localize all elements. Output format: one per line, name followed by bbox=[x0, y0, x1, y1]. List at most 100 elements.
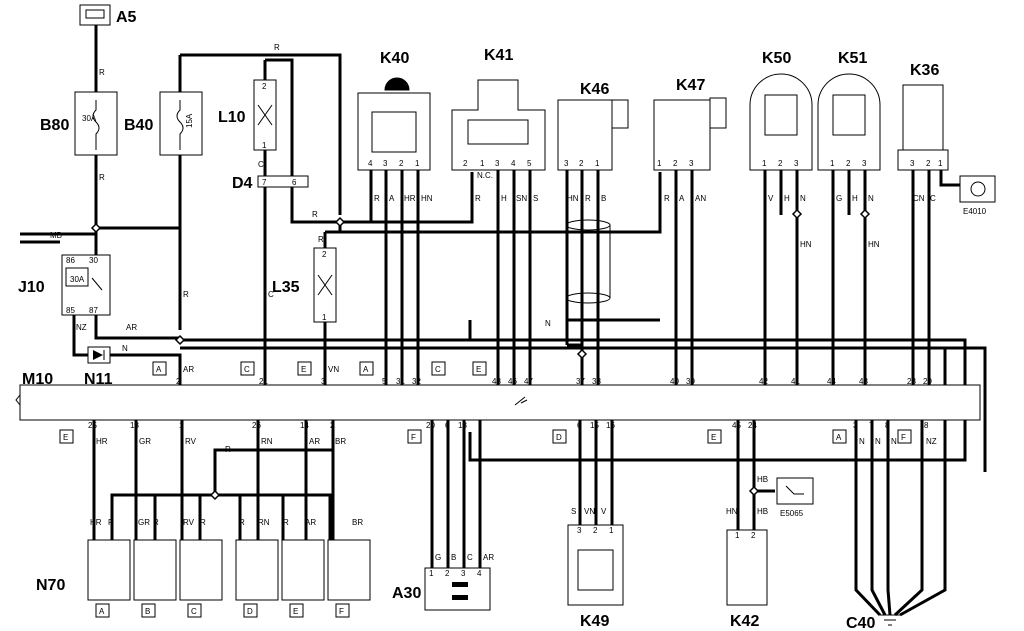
svg-text:RN: RN bbox=[261, 437, 273, 446]
svg-text:C: C bbox=[191, 607, 197, 616]
svg-text:3: 3 bbox=[383, 159, 388, 168]
svg-text:29: 29 bbox=[923, 377, 932, 386]
svg-text:2: 2 bbox=[846, 159, 851, 168]
svg-text:26: 26 bbox=[252, 421, 261, 430]
svg-text:7: 7 bbox=[869, 421, 874, 430]
svg-text:2: 2 bbox=[778, 159, 783, 168]
svg-text:2: 2 bbox=[751, 531, 756, 540]
component-pins: 4 3 2 1 2 1 3 4 5 3 2 1 1 2 3 1 2 3 1 2 … bbox=[262, 82, 943, 578]
svg-text:H: H bbox=[784, 194, 790, 203]
svg-text:HR: HR bbox=[404, 194, 416, 203]
svg-text:SN: SN bbox=[516, 194, 527, 203]
svg-text:F: F bbox=[411, 433, 416, 442]
sensor-k36 bbox=[897, 84, 949, 171]
svg-text:S: S bbox=[571, 507, 576, 516]
svg-text:2: 2 bbox=[330, 421, 335, 430]
svg-text:2: 2 bbox=[322, 250, 327, 259]
svg-text:R: R bbox=[183, 290, 189, 299]
svg-text:R: R bbox=[374, 194, 380, 203]
svg-text:G: G bbox=[836, 194, 842, 203]
svg-text:2: 2 bbox=[579, 159, 584, 168]
svg-text:2: 2 bbox=[593, 526, 598, 535]
svg-text:RV: RV bbox=[185, 437, 197, 446]
svg-text:AR: AR bbox=[483, 553, 494, 562]
svg-text:3: 3 bbox=[853, 421, 858, 430]
ecu-m10 bbox=[15, 384, 981, 421]
svg-text:4: 4 bbox=[477, 569, 482, 578]
label-e4010: E4010 bbox=[963, 207, 987, 216]
svg-text:V: V bbox=[768, 194, 774, 203]
sensor-k51 bbox=[817, 73, 881, 171]
svg-text:21: 21 bbox=[259, 377, 268, 386]
svg-text:NZ: NZ bbox=[76, 323, 87, 332]
svg-text:C: C bbox=[268, 290, 274, 299]
svg-text:V: V bbox=[601, 507, 607, 516]
label-k40: K40 bbox=[380, 50, 409, 67]
svg-text:43: 43 bbox=[859, 377, 868, 386]
svg-text:N: N bbox=[868, 194, 874, 203]
svg-text:44: 44 bbox=[827, 377, 836, 386]
connector-d4 bbox=[257, 175, 309, 188]
svg-text:6: 6 bbox=[577, 421, 582, 430]
svg-text:R: R bbox=[274, 43, 280, 52]
svg-text:48: 48 bbox=[492, 377, 501, 386]
sensor-k42 bbox=[726, 529, 768, 606]
svg-text:2: 2 bbox=[926, 159, 931, 168]
svg-text:R: R bbox=[312, 210, 318, 219]
svg-text:3: 3 bbox=[577, 526, 582, 535]
svg-text:C: C bbox=[930, 194, 936, 203]
svg-text:C: C bbox=[244, 365, 250, 374]
label-l10: L10 bbox=[218, 109, 246, 126]
junctions bbox=[90, 208, 871, 501]
wires bbox=[20, 25, 987, 617]
injectors-n70 bbox=[87, 539, 371, 601]
svg-text:RV: RV bbox=[183, 518, 195, 527]
svg-text:85: 85 bbox=[66, 306, 75, 315]
component-labels: A5 B80 B40 L10 D4 J10 N11 L35 M10 K40 K4… bbox=[18, 9, 987, 631]
ground-e4010 bbox=[959, 175, 996, 203]
svg-text:R: R bbox=[200, 518, 206, 527]
svg-text:13: 13 bbox=[458, 421, 467, 430]
svg-text:F: F bbox=[901, 433, 906, 442]
svg-text:C: C bbox=[258, 160, 264, 169]
svg-text:AR: AR bbox=[126, 323, 137, 332]
svg-text:C: C bbox=[435, 365, 441, 374]
svg-text:N: N bbox=[891, 437, 897, 446]
svg-text:24: 24 bbox=[748, 421, 757, 430]
svg-text:38: 38 bbox=[592, 377, 601, 386]
label-k51: K51 bbox=[838, 50, 867, 67]
svg-text:B: B bbox=[601, 194, 606, 203]
svg-text:28: 28 bbox=[907, 377, 916, 386]
svg-text:HR: HR bbox=[96, 437, 108, 446]
svg-text:40: 40 bbox=[670, 377, 679, 386]
svg-text:AR: AR bbox=[305, 518, 316, 527]
svg-text:R: R bbox=[153, 518, 159, 527]
svg-text:3: 3 bbox=[910, 159, 915, 168]
svg-text:BR: BR bbox=[335, 437, 346, 446]
svg-text:GR: GR bbox=[139, 437, 151, 446]
svg-text:R: R bbox=[108, 518, 114, 527]
sensor-k46 bbox=[557, 99, 629, 171]
svg-text:37: 37 bbox=[576, 377, 585, 386]
fuse-ratings: 30A 15A 30A bbox=[70, 113, 194, 284]
svg-text:N: N bbox=[875, 437, 881, 446]
svg-text:45: 45 bbox=[732, 421, 741, 430]
svg-text:1: 1 bbox=[657, 159, 662, 168]
svg-text:8: 8 bbox=[924, 421, 929, 430]
svg-text:R: R bbox=[664, 194, 670, 203]
svg-text:25: 25 bbox=[88, 421, 97, 430]
label-k36: K36 bbox=[910, 62, 939, 79]
svg-text:D: D bbox=[556, 433, 562, 442]
svg-text:MB: MB bbox=[50, 231, 62, 240]
svg-text:H: H bbox=[852, 194, 858, 203]
svg-text:A: A bbox=[389, 194, 395, 203]
label-b40: B40 bbox=[124, 117, 153, 134]
svg-text:A: A bbox=[156, 365, 162, 374]
label-n11: N11 bbox=[84, 371, 113, 388]
svg-text:RN: RN bbox=[258, 518, 270, 527]
svg-text:16: 16 bbox=[606, 421, 615, 430]
svg-text:R: R bbox=[99, 173, 105, 182]
svg-text:R: R bbox=[225, 445, 231, 454]
label-k41: K41 bbox=[484, 47, 513, 64]
svg-text:2: 2 bbox=[445, 569, 450, 578]
